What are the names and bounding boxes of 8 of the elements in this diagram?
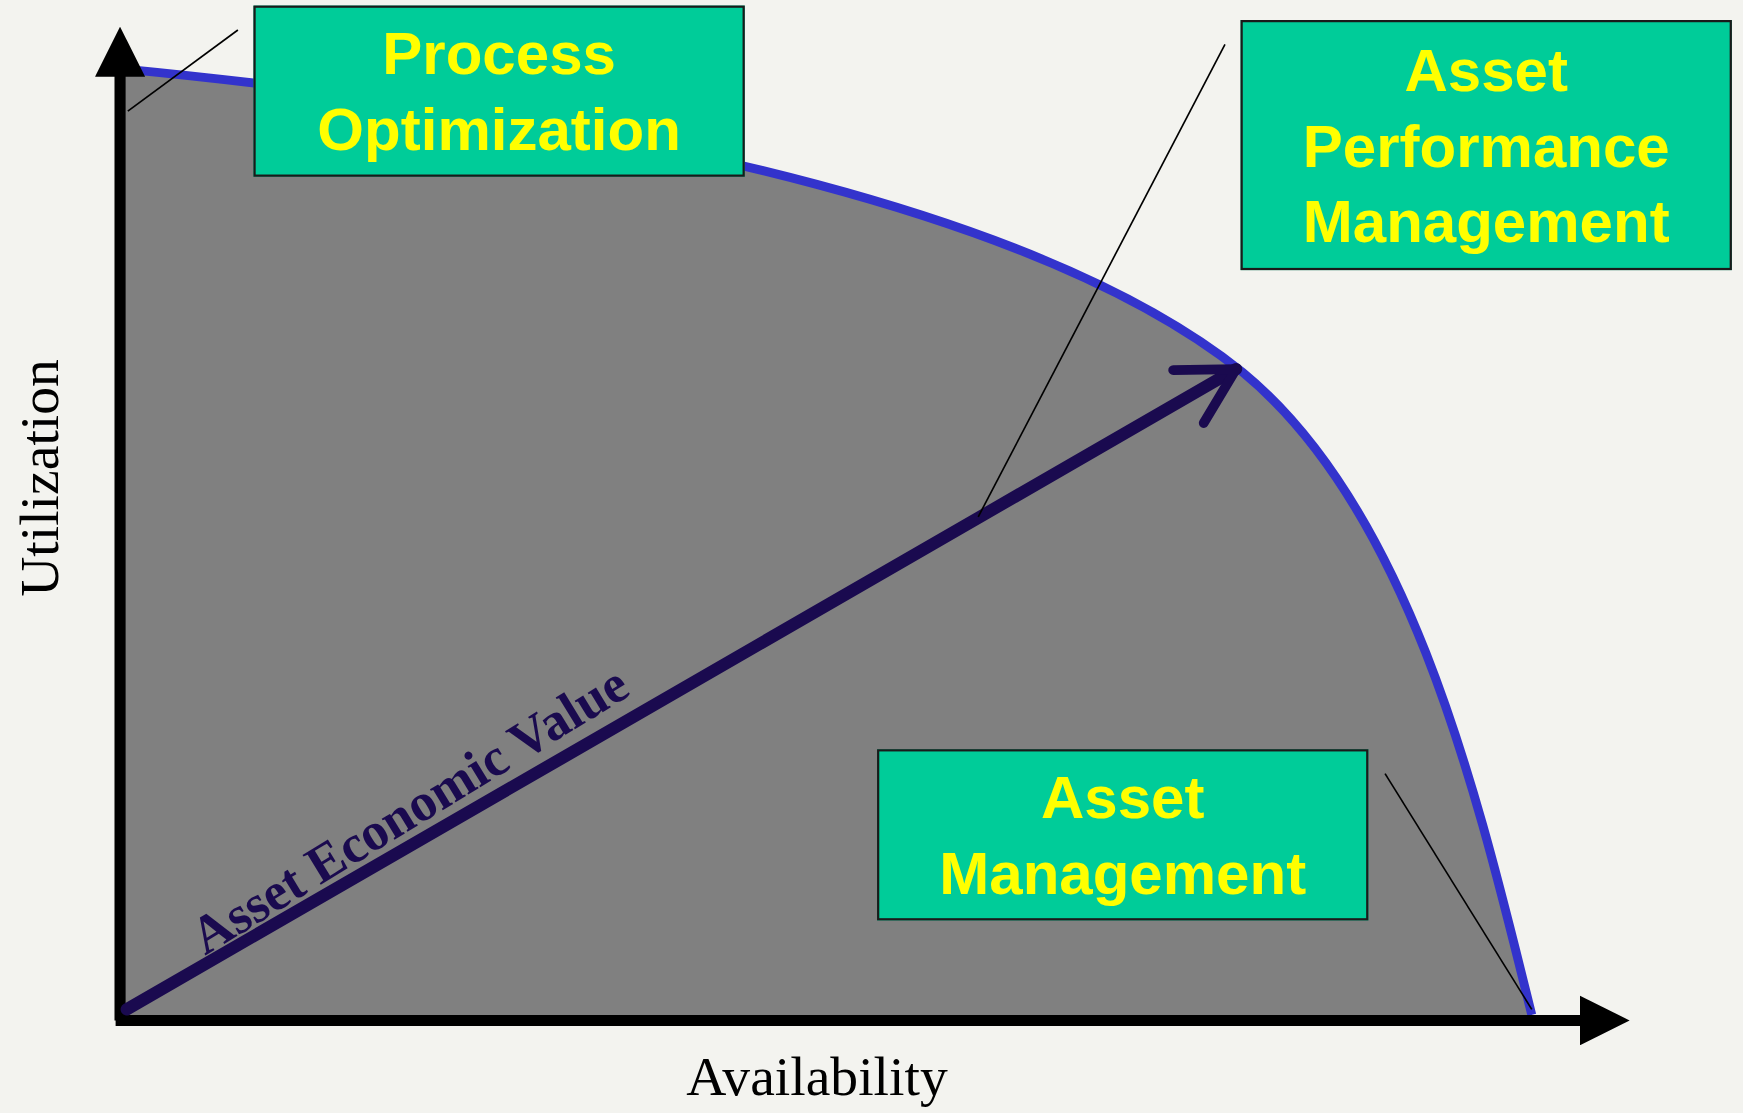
leader-line [127, 29, 239, 112]
leader-line [1384, 772, 1533, 1011]
callout-box: Asset Performance Management [1240, 20, 1732, 271]
axis-label: Utilization [6, 359, 72, 597]
callout-box: Asset Management [877, 749, 1369, 921]
callout-box: Process Optimization [253, 5, 745, 177]
axis-label: Availability [686, 1043, 948, 1109]
leader-line [977, 43, 1226, 518]
